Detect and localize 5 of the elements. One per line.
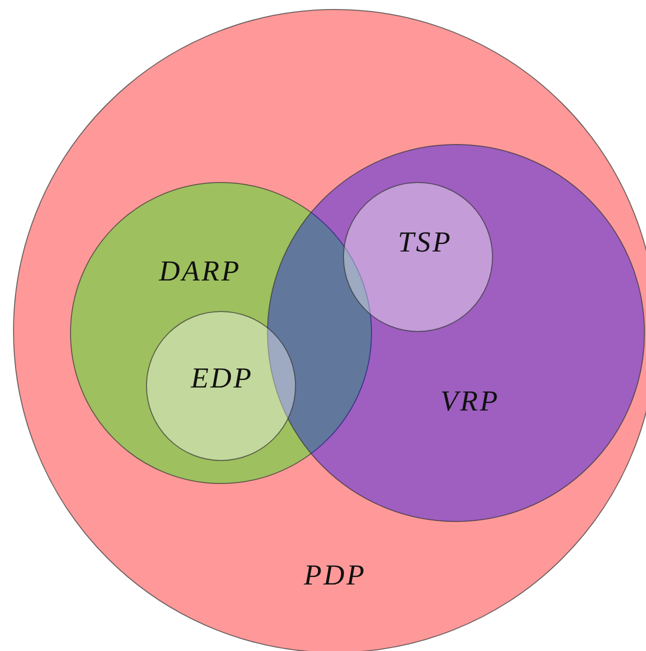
set-label: EDP <box>190 362 254 396</box>
set-label: TSP <box>398 226 452 260</box>
set-label: VRP <box>440 386 500 418</box>
set-label: DARP <box>158 256 242 288</box>
set-label: PDP <box>304 560 366 592</box>
